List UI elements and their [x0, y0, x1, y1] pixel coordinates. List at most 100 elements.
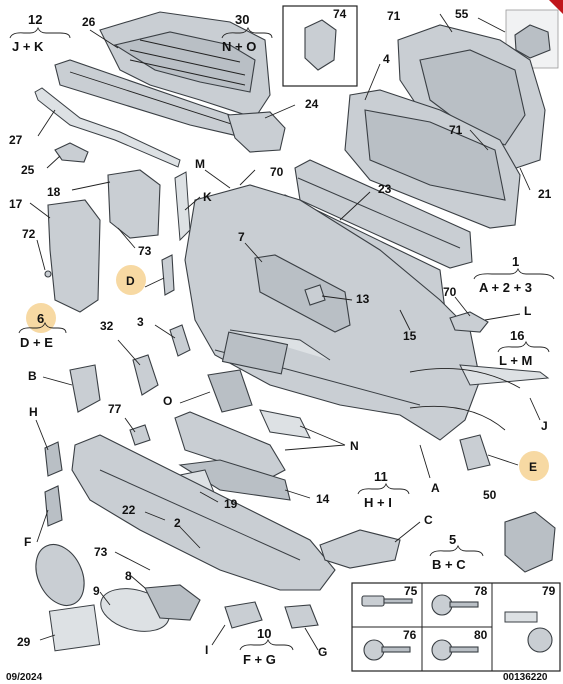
callout-9: 9	[93, 584, 100, 598]
formula-16: L + M	[499, 353, 532, 368]
callout-16: 16	[510, 328, 524, 343]
part-bracket-C[interactable]	[319, 529, 401, 569]
part-fog-surround-left[interactable]	[27, 537, 94, 614]
callout-5: 5	[449, 532, 456, 547]
part-grille-N[interactable]	[174, 409, 311, 479]
callout-29: 29	[17, 635, 31, 649]
callout-A: A	[431, 481, 440, 495]
part-fog-cover-F[interactable]	[44, 485, 63, 527]
callout-76: 76	[403, 628, 417, 642]
callout-14: 14	[316, 492, 330, 506]
callout-K: K	[203, 190, 212, 204]
part-bracket-3[interactable]	[169, 324, 191, 357]
callout-11: 11	[374, 469, 388, 484]
callout-7: 7	[238, 230, 245, 244]
screw-78-icon[interactable]	[431, 594, 479, 616]
callout-73a: 73	[138, 244, 152, 258]
callout-80: 80	[474, 628, 488, 642]
callout-71a: 71	[387, 9, 401, 23]
callout-19: 19	[224, 497, 238, 511]
part-air-duct-18[interactable]	[107, 169, 161, 239]
callout-32: 32	[100, 319, 114, 333]
formula-5: B + C	[432, 557, 466, 572]
callout-13: 13	[356, 292, 370, 306]
formula-11: H + I	[364, 495, 392, 510]
part-bracket-E[interactable]	[459, 434, 491, 471]
screw-80-icon[interactable]	[431, 639, 479, 661]
callout-3: 3	[137, 315, 144, 329]
part-clip-25[interactable]	[54, 142, 89, 163]
part-chrome-trim[interactable]	[34, 87, 181, 168]
part-fog-cover-H[interactable]	[44, 441, 63, 477]
footer-date: 09/2024	[6, 672, 43, 683]
part-lower-bumper-2[interactable]	[71, 434, 336, 591]
callout-L: L	[524, 304, 531, 318]
callout-78: 78	[474, 584, 488, 598]
callout-F: F	[24, 535, 31, 549]
callout-8: 8	[125, 569, 132, 583]
part-bracket-B[interactable]	[69, 364, 101, 413]
part-deflector-17[interactable]	[47, 199, 101, 313]
callout-71b: 71	[449, 123, 463, 137]
part-fixing-kit-55[interactable]	[514, 24, 551, 59]
part-fixing-kit-50[interactable]	[504, 511, 556, 573]
callout-73b: 73	[94, 545, 108, 559]
callout-26: 26	[82, 15, 96, 29]
part-lamp-G[interactable]	[284, 604, 319, 629]
rivet-79-icon[interactable]	[504, 611, 553, 653]
callout-25: 25	[21, 163, 35, 177]
footer-reference: 00136220	[503, 672, 548, 683]
leader-lines	[29, 13, 541, 651]
highlight-E	[519, 451, 549, 481]
screw-76-icon[interactable]	[363, 639, 411, 661]
fastener-table: 75 78 79 76 80	[351, 582, 561, 672]
callout-74: 74	[333, 7, 347, 21]
callout-labels: 12 26 30 74 71 55 4 24 27 71 25 21 M 70 …	[9, 7, 552, 659]
highlight-D	[116, 265, 146, 295]
screw-75-icon[interactable]	[361, 595, 413, 607]
callout-27: 27	[9, 133, 23, 147]
part-clip-77[interactable]	[129, 424, 151, 446]
part-grille-8[interactable]	[144, 584, 201, 621]
part-clip-13[interactable]	[304, 284, 326, 306]
part-plate-29[interactable]	[48, 604, 101, 652]
formula-10: F + G	[243, 652, 276, 667]
callout-72: 72	[22, 227, 36, 241]
part-bracket-74[interactable]	[304, 19, 337, 71]
callout-10: 10	[257, 626, 271, 641]
part-bracket-32[interactable]	[132, 354, 159, 396]
callout-O: O	[163, 394, 172, 408]
part-wire-J[interactable]	[409, 367, 521, 431]
part-grille-main[interactable]	[344, 89, 521, 229]
part-grille-lower-7[interactable]	[254, 254, 351, 333]
part-strip-K[interactable]	[174, 171, 191, 242]
callout-H: H	[29, 405, 38, 419]
callout-2: 2	[174, 516, 181, 530]
part-support-frame[interactable]	[397, 24, 546, 171]
callout-D: D	[126, 274, 135, 288]
callout-55: 55	[455, 7, 469, 21]
callout-79: 79	[542, 584, 556, 598]
part-clip-L[interactable]	[449, 311, 489, 333]
callout-B: B	[28, 369, 37, 383]
corner-mark-icon	[549, 0, 563, 14]
callout-22: 22	[122, 503, 136, 517]
part-lamp-I[interactable]	[224, 601, 263, 629]
callout-12: 12	[28, 12, 42, 27]
callout-70b: 70	[443, 285, 457, 299]
formula-6: D + E	[20, 335, 53, 350]
part-bracket-24[interactable]	[227, 111, 286, 153]
part-bracket-D[interactable]	[161, 254, 175, 296]
callout-J: J	[541, 419, 548, 433]
callout-24: 24	[305, 97, 319, 111]
formula-30: N + O	[222, 39, 256, 54]
part-strip-M[interactable]	[459, 364, 550, 386]
part-grille-upper[interactable]	[99, 11, 271, 119]
callout-23: 23	[378, 182, 392, 196]
highlight-6	[26, 303, 56, 333]
part-plate-O[interactable]	[207, 369, 253, 413]
callout-15: 15	[403, 329, 417, 343]
part-screw-72[interactable]	[44, 270, 52, 278]
part-grille-14[interactable]	[178, 459, 291, 501]
